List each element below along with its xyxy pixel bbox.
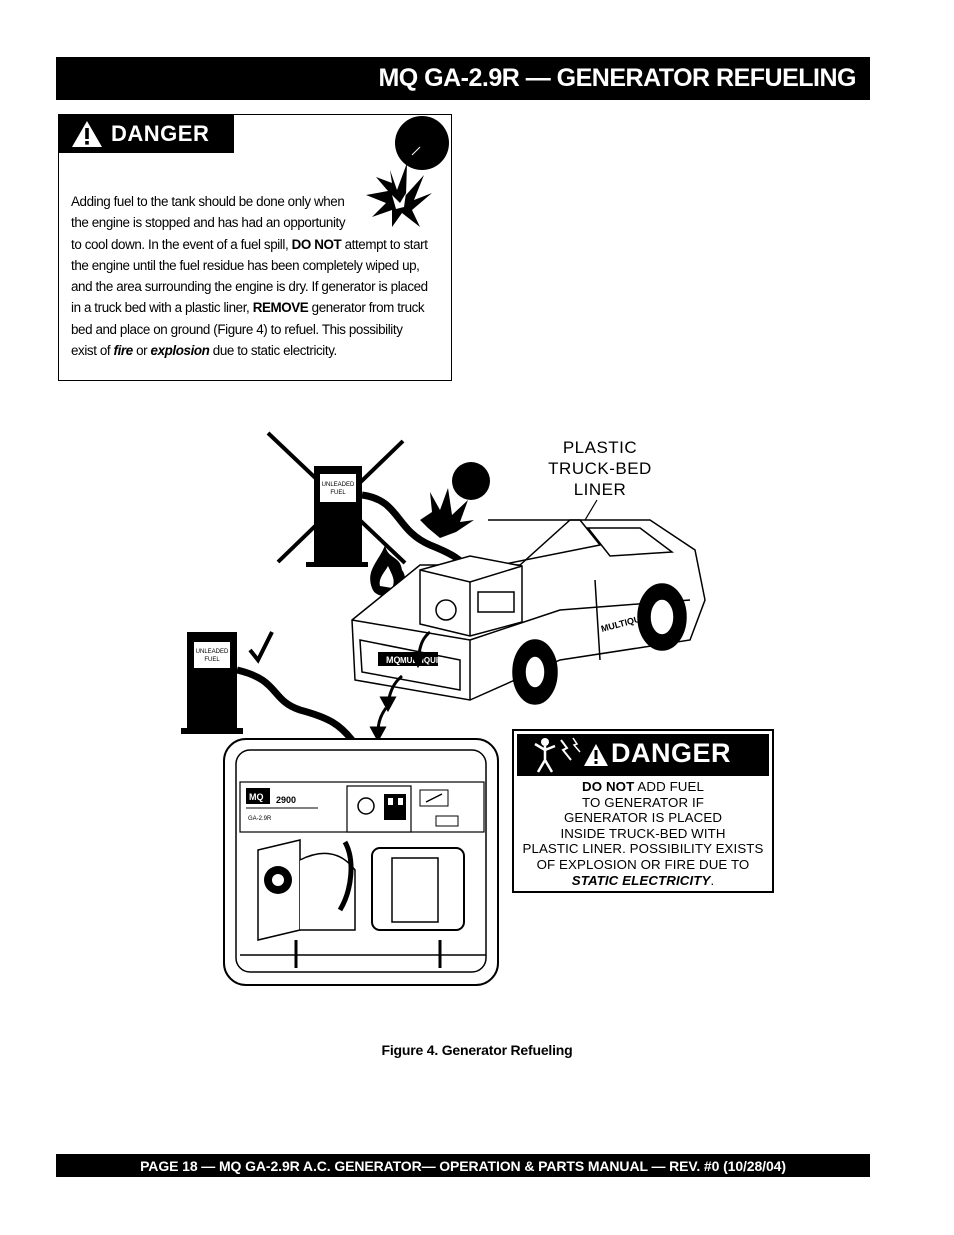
danger-paragraph: Adding fuel to the tank should be done o… xyxy=(71,191,446,361)
sign-line: STATIC ELECTRICITY. xyxy=(514,873,772,889)
sign-line: DO NOT ADD FUEL xyxy=(514,779,772,795)
text-run: to cool down. In the event of a fuel spi… xyxy=(71,236,292,252)
sign-text-run: . xyxy=(710,872,715,888)
danger-text-line: exist of fire or explosion due to static… xyxy=(71,340,446,361)
danger-warning-sign: DANGER DO NOT ADD FUEL TO GENERATOR IF G… xyxy=(512,729,774,893)
tailgate-badge-text: MQ xyxy=(386,655,401,665)
figure-caption: Figure 4. Generator Refueling xyxy=(381,1042,573,1058)
pump-label-bottom-line1: UNLEADED xyxy=(196,649,229,655)
sign-title: DANGER xyxy=(611,738,732,768)
text-run: or xyxy=(132,343,151,359)
pump-label-top-line1: UNLEADED xyxy=(322,482,355,488)
warning-triangle-icon xyxy=(72,121,102,147)
emphasis-fire: fire xyxy=(113,343,134,359)
text-run: exist of xyxy=(71,343,114,359)
checkmark-icon xyxy=(248,631,274,664)
explosion-icon xyxy=(366,116,449,227)
panel-brand-text: MQ xyxy=(249,792,264,802)
sign-body: DO NOT ADD FUEL TO GENERATOR IF GENERATO… xyxy=(514,779,772,888)
person-shock-icon xyxy=(534,737,581,773)
text-run: in a truck bed with a plastic liner, xyxy=(71,300,253,316)
danger-text-line: Adding fuel to the tank should be done o… xyxy=(71,194,345,209)
fuel-pump-crossed-out: UNLEADED FUEL xyxy=(266,431,471,571)
text-run: due to static electricity. xyxy=(209,343,337,359)
sign-emphasis: STATIC ELECTRICITY xyxy=(571,872,711,888)
danger-text-line: and the area surrounding the engine is d… xyxy=(71,279,428,295)
pickup-truck xyxy=(351,519,706,705)
pump-label-bottom-line2: FUEL xyxy=(204,657,220,663)
sign-line: TO GENERATOR IF xyxy=(582,794,704,810)
danger-header: DANGER xyxy=(59,115,234,153)
liner-label-line: LINER xyxy=(573,480,627,499)
page-title: MQ GA-2.9R — GENERATOR REFUELING xyxy=(56,57,870,100)
danger-label: DANGER xyxy=(111,121,210,146)
emphasis-do-not: DO NOT xyxy=(291,236,342,252)
page-footer: PAGE 18 — MQ GA-2.9R A.C. GENERATOR— OPE… xyxy=(56,1154,870,1177)
sign-text-run: ADD FUEL xyxy=(634,779,704,794)
sign-header: DANGER xyxy=(517,734,769,776)
danger-text-line: the engine is stopped and has had an opp… xyxy=(71,215,346,231)
sign-line: PLASTIC LINER. POSSIBILITY EXISTS xyxy=(522,841,764,857)
sign-emphasis: DO NOT xyxy=(582,779,635,794)
fuel-pump-ok: UNLEADED FUEL xyxy=(181,631,355,743)
liner-label-line: TRUCK-BED xyxy=(548,459,652,478)
panel-model-text: 2900 xyxy=(276,795,296,805)
liner-label-line: PLASTIC xyxy=(562,438,638,457)
explosion-fire-icon xyxy=(370,462,490,597)
emphasis-explosion: explosion xyxy=(150,343,210,359)
emphasis-remove: REMOVE xyxy=(252,300,309,316)
text-run: generator from truck xyxy=(308,300,425,316)
danger-callout: DANGER Adding fuel to the tank should be… xyxy=(58,114,452,381)
sign-line: GENERATOR IS PLACED xyxy=(563,810,723,826)
sign-line: INSIDE TRUCK-BED WITH xyxy=(560,825,726,841)
danger-text-line: in a truck bed with a plastic liner, REM… xyxy=(71,297,446,318)
pump-label-top-line2: FUEL xyxy=(330,490,346,496)
generator-in-truck xyxy=(419,555,523,637)
panel-id-text: GA-2.9R xyxy=(248,816,272,822)
text-run: attempt to start xyxy=(341,236,428,252)
warning-triangle-icon xyxy=(584,744,608,766)
generator-on-ground: MQ 2900 GA-2.9R xyxy=(223,738,499,986)
refueling-illustration: UNLEADED FUEL MQ MULTIQUIP MULTIQUIP xyxy=(181,431,706,986)
danger-text-line: to cool down. In the event of a fuel spi… xyxy=(71,234,446,255)
danger-text-line: bed and place on ground (Figure 4) to re… xyxy=(71,321,403,337)
danger-text-line: the engine until the fuel residue has be… xyxy=(71,257,420,273)
sign-line: OF EXPLOSION OR FIRE DUE TO xyxy=(536,856,750,872)
liner-label: PLASTIC TRUCK-BED LINER xyxy=(530,437,670,500)
move-arrows xyxy=(369,630,431,743)
